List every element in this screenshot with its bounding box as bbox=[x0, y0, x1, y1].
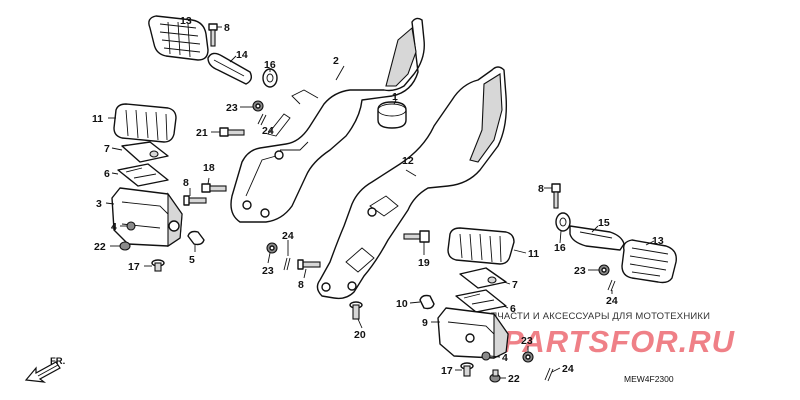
nut-23-bottom-right bbox=[522, 351, 534, 363]
callout-20: 20 bbox=[354, 329, 366, 341]
bolt-20 bbox=[349, 301, 363, 320]
footrest-rubber-11-left bbox=[113, 103, 177, 143]
callout-12: 12 bbox=[402, 155, 414, 167]
spring-4-right bbox=[481, 351, 491, 361]
callout-2: 2 bbox=[333, 55, 339, 67]
callout-23-right: 23 bbox=[574, 265, 586, 277]
spring-4-left bbox=[126, 221, 136, 231]
callout-3: 3 bbox=[96, 198, 102, 210]
callout-23-top: 23 bbox=[226, 102, 238, 114]
callout-7-left: 7 bbox=[104, 143, 110, 155]
callout-10: 10 bbox=[396, 298, 408, 310]
callout-18: 18 bbox=[203, 162, 215, 174]
watermark-tagline: ЗАПЧАСТИ И АКСЕССУАРЫ ДЛЯ МОТОТЕХНИКИ bbox=[478, 311, 710, 322]
callout-24-bottom-right: 24 bbox=[562, 363, 574, 375]
footpeg-rubber-right bbox=[621, 239, 677, 284]
plate-7-right bbox=[459, 267, 507, 289]
footpeg-arm-left bbox=[207, 52, 253, 85]
callout-24-top: 24 bbox=[262, 125, 274, 137]
callout-11-left: 11 bbox=[92, 113, 103, 125]
callout-22-right: 22 bbox=[508, 373, 520, 385]
callout-23-bottom-right: 23 bbox=[521, 335, 533, 347]
callout-4-left: 4 bbox=[111, 221, 117, 233]
callout-8-mid-left: 8 bbox=[183, 177, 189, 189]
callout-8-right: 8 bbox=[538, 183, 544, 195]
bolt-18 bbox=[201, 183, 227, 193]
callout-5: 5 bbox=[189, 254, 195, 266]
front-label: FR. bbox=[50, 356, 65, 367]
cotter-pin-right bbox=[607, 279, 616, 292]
nut-23-top bbox=[252, 100, 264, 112]
callout-19: 19 bbox=[418, 257, 430, 269]
bracket-main-2 bbox=[230, 17, 425, 223]
bolt-22-right bbox=[489, 369, 501, 383]
callout-11-right: 11 bbox=[528, 248, 539, 260]
collar-10 bbox=[419, 294, 435, 310]
drawing-code: MEW4F2300 bbox=[624, 374, 674, 384]
screw-17-right bbox=[460, 362, 474, 377]
callout-6-right: 6 bbox=[510, 303, 516, 315]
nut-23-lower-left bbox=[266, 242, 278, 254]
washer-16-right bbox=[555, 212, 571, 232]
callout-23-lower-left: 23 bbox=[262, 265, 274, 277]
callout-16-right: 16 bbox=[554, 242, 566, 254]
callout-7-right: 7 bbox=[512, 279, 518, 291]
bracket-main-12 bbox=[316, 66, 508, 300]
callout-4-right: 4 bbox=[502, 352, 508, 364]
callout-16-left: 16 bbox=[264, 59, 276, 71]
footrest-holder-3 bbox=[111, 187, 183, 248]
callout-24-right: 24 bbox=[606, 295, 618, 307]
nut-23-right bbox=[598, 264, 610, 276]
callout-1: 1 bbox=[392, 91, 398, 103]
callout-8-lower: 8 bbox=[298, 279, 304, 291]
footpeg-arm-15 bbox=[569, 225, 625, 251]
leader-lines bbox=[105, 26, 655, 379]
footrest-holder-9 bbox=[437, 307, 509, 359]
callout-21: 21 bbox=[196, 127, 208, 139]
bolt-22-left bbox=[119, 241, 131, 251]
bolt-top-left bbox=[208, 23, 218, 47]
bolt-21 bbox=[219, 127, 245, 137]
bolt-19 bbox=[403, 230, 430, 243]
callout-17-left: 17 bbox=[128, 261, 140, 273]
cotter-pin-top bbox=[257, 113, 267, 126]
watermark: PARTSFOR.RU ЗАПЧАСТИ И АКСЕССУАРЫ ДЛЯ МО… bbox=[478, 311, 736, 359]
rubber-cap-1 bbox=[377, 101, 407, 129]
callout-9: 9 bbox=[422, 317, 428, 329]
callout-22-left: 22 bbox=[94, 241, 106, 253]
rubber-plate-6-right bbox=[455, 289, 507, 313]
footpeg-rubber-left bbox=[148, 15, 209, 61]
callout-8-top: 8 bbox=[224, 22, 230, 34]
pin-8-lower bbox=[297, 259, 321, 270]
callout-13-right: 13 bbox=[652, 235, 664, 247]
front-direction-indicator: FR. bbox=[24, 356, 65, 383]
pin-8-mid-left bbox=[183, 195, 207, 206]
callout-labels: 13 8 14 2 16 1 23 11 24 21 7 12 18 6 8 8… bbox=[92, 15, 664, 385]
cotter-pin-bottom-right bbox=[544, 367, 554, 382]
callout-14: 14 bbox=[236, 49, 248, 61]
watermark-brand: PARTSFOR.RU bbox=[503, 324, 736, 359]
rubber-plate-6-left bbox=[117, 163, 169, 187]
plate-7-left bbox=[121, 141, 169, 163]
collar-5 bbox=[187, 230, 205, 246]
screw-17-left bbox=[151, 259, 165, 272]
callout-15: 15 bbox=[598, 217, 610, 229]
callout-24-lower-left: 24 bbox=[282, 230, 294, 242]
bolt-8-right bbox=[551, 183, 561, 209]
callout-6-left: 6 bbox=[104, 168, 110, 180]
callout-13-left: 13 bbox=[180, 15, 192, 27]
footrest-rubber-11-right bbox=[447, 227, 515, 265]
callout-17-right: 17 bbox=[441, 365, 453, 377]
cotter-pin-lower-left bbox=[283, 257, 291, 271]
